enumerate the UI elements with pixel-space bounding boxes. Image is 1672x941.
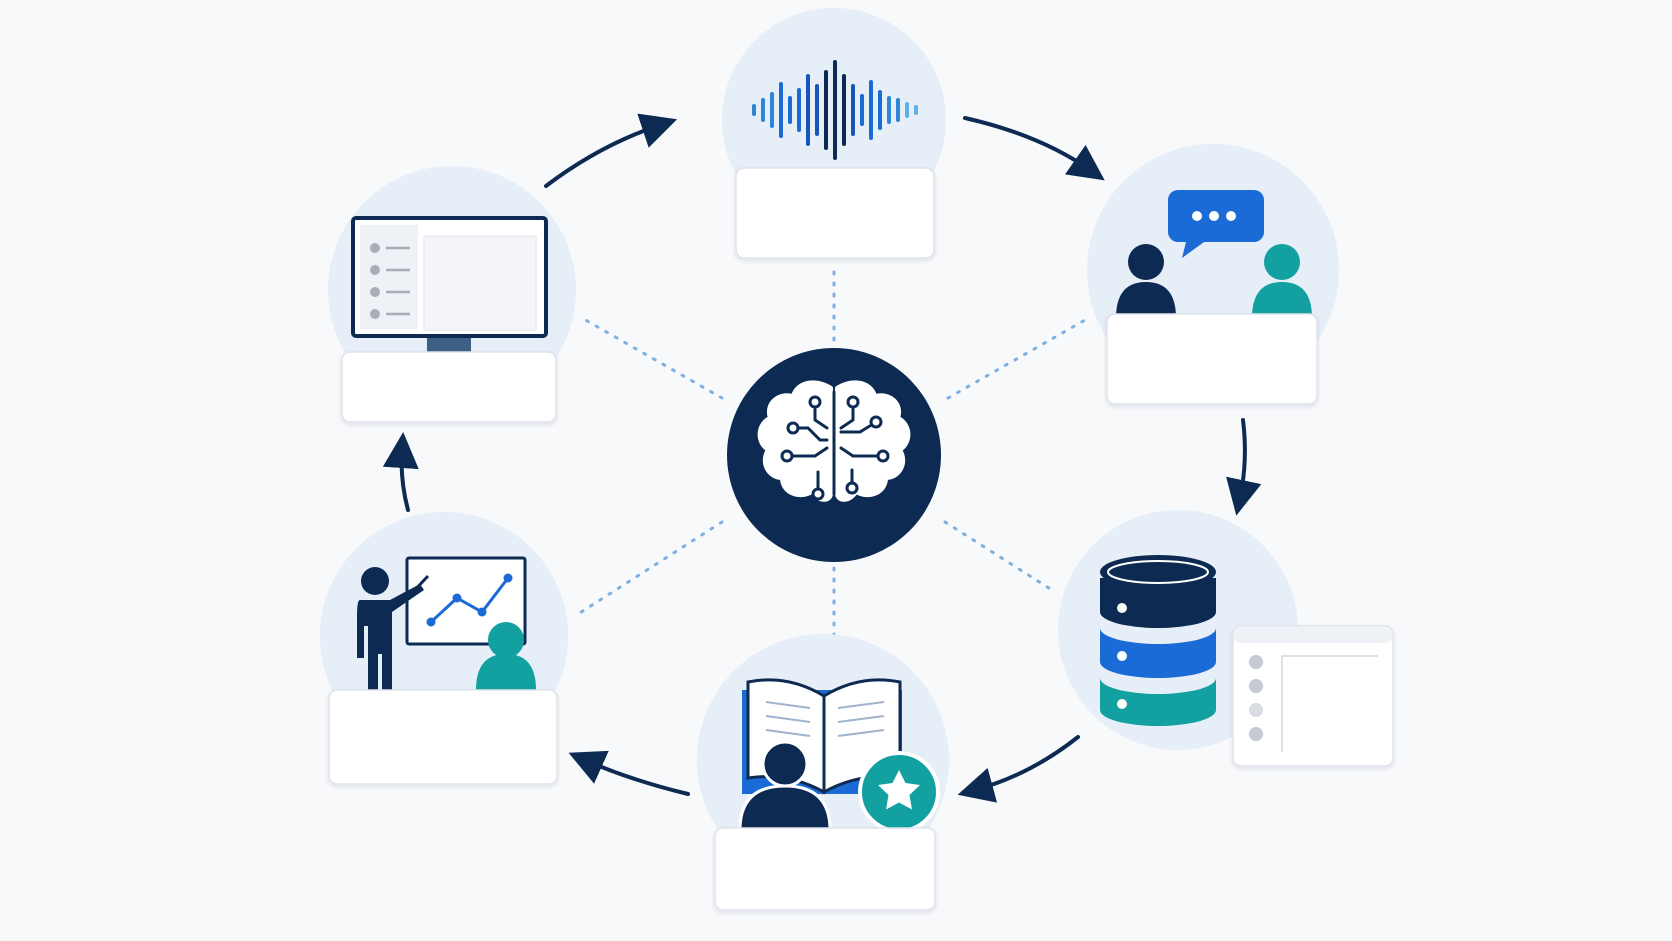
spoke-bottom-right [943, 520, 1054, 592]
node-presentation [320, 512, 568, 785]
circuit-lines [788, 390, 882, 496]
interface-card [341, 351, 557, 423]
arrow-data-to-learning [957, 735, 1080, 803]
arrow-presentation-to-interface [382, 432, 419, 512]
cycle-arrows [382, 113, 1262, 803]
person-navy-icon [1116, 244, 1176, 318]
spoke-top-right [946, 318, 1087, 400]
spoke-bottom-left [573, 520, 724, 618]
node-learning [697, 634, 949, 911]
arrow-conversation-to-data [1226, 418, 1262, 516]
audio-waveform-icon [752, 60, 918, 160]
star-badge-icon [858, 751, 940, 833]
database-icon [1100, 555, 1216, 726]
monitor-interface-icon [351, 216, 548, 352]
node-conversation [1087, 144, 1339, 405]
voice-card [735, 167, 935, 259]
presentation-card [328, 689, 558, 785]
spoke-connectors [573, 270, 1087, 642]
arrow-voice-to-conversation [963, 116, 1105, 181]
node-data [1058, 510, 1394, 767]
conversation-card [1106, 313, 1318, 405]
person-teal-icon [1252, 244, 1312, 318]
circuit-nodes [780, 395, 890, 501]
presenter-chart-icon [357, 556, 536, 708]
node-voice [722, 8, 946, 259]
arrow-learning-to-presentation [568, 750, 690, 796]
center-hub [727, 348, 941, 562]
learning-card [714, 827, 936, 911]
node-interface [328, 166, 576, 423]
chat-bubble-icon [1168, 190, 1264, 258]
data-panel-card [1232, 625, 1394, 767]
arrow-interface-to-voice [544, 113, 678, 188]
spoke-top-left [580, 316, 724, 400]
